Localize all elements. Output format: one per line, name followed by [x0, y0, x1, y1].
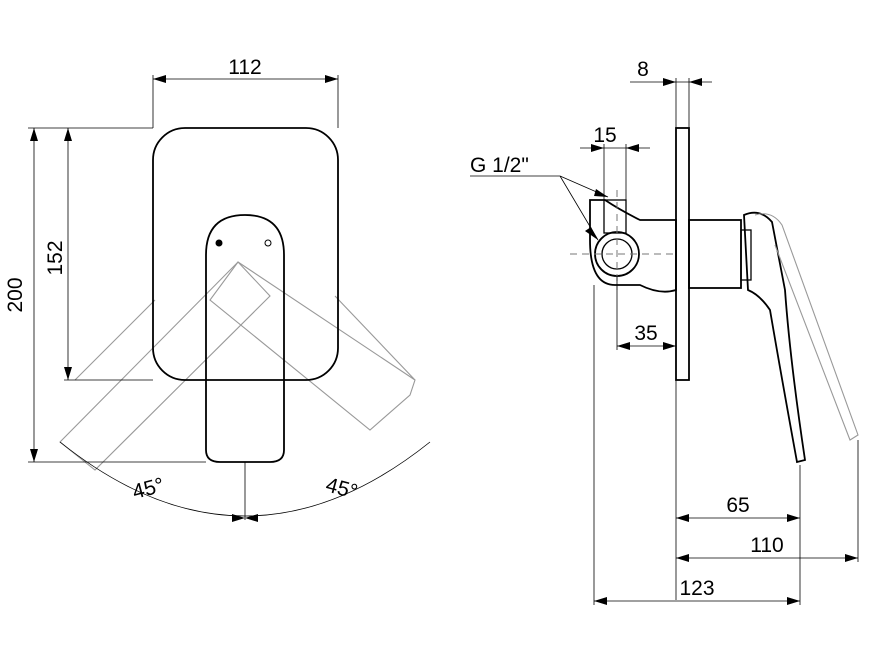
lever-handle — [205, 214, 285, 463]
dim-35-label: 35 — [634, 322, 657, 345]
dim-110-label: 110 — [750, 534, 783, 557]
dim-112-arrow-r — [325, 75, 338, 83]
dim-123-label: 123 — [679, 577, 714, 600]
cold-indicator-dot — [264, 239, 272, 247]
dim-200-arrow-b — [30, 449, 38, 462]
angle-arrow-left — [232, 514, 245, 522]
outlet-stub — [603, 199, 627, 234]
thread-label: G 1/2" — [470, 154, 529, 177]
dim-110-arrow-l — [676, 554, 689, 562]
dim-123-arrow-r — [787, 597, 800, 605]
side-view: 8 15 G 1/2" 35 65 110 — [470, 58, 859, 605]
dim-123-arrow-l — [594, 597, 607, 605]
dim-65-arrow-l — [676, 514, 689, 522]
dim-110-arrow-r — [845, 554, 858, 562]
dim-8-label: 8 — [637, 58, 649, 81]
dim-152-arrow-b — [64, 367, 72, 380]
thread-arrow-2 — [585, 227, 598, 240]
dim-8-arrow-l — [663, 78, 676, 86]
thread-arrow-1 — [594, 189, 608, 197]
dim-112-label: 112 — [228, 56, 261, 79]
front-view: 112 200 152 45° 45° — [4, 56, 431, 522]
cartridge-housing — [688, 219, 742, 289]
dim-152-arrow-t — [64, 128, 72, 141]
dim-200-arrow-t — [30, 128, 38, 141]
lever-handle-side-ghost — [754, 213, 859, 441]
dim-15-arrow-l — [591, 144, 604, 152]
rotated-handle-left-ghost — [59, 261, 271, 471]
dim-35-arrow-r — [663, 342, 676, 350]
dim-65-label: 65 — [726, 494, 749, 517]
wall-plate — [675, 127, 690, 381]
dim-15-label: 15 — [593, 124, 616, 147]
angle-right-label: 45° — [323, 474, 360, 504]
dim-35-arrow-l — [617, 342, 630, 350]
rotated-handle-right-ghost — [209, 261, 416, 431]
dim-65-arrow-r — [787, 514, 800, 522]
dim-152-label: 152 — [44, 240, 67, 275]
valve-body — [589, 199, 677, 293]
dim-15-arrow-r — [626, 144, 639, 152]
cover-plate — [152, 127, 339, 381]
angle-left-label: 45° — [130, 474, 167, 504]
dim-200-label: 200 — [4, 277, 27, 312]
dim-112-arrow-l — [153, 75, 166, 83]
angle-arrow-right — [245, 514, 258, 522]
cartridge-cap — [740, 229, 752, 281]
lever-handle-side — [743, 211, 807, 464]
dim-8-arrow-r — [689, 78, 702, 86]
hot-indicator-dot — [215, 239, 223, 247]
